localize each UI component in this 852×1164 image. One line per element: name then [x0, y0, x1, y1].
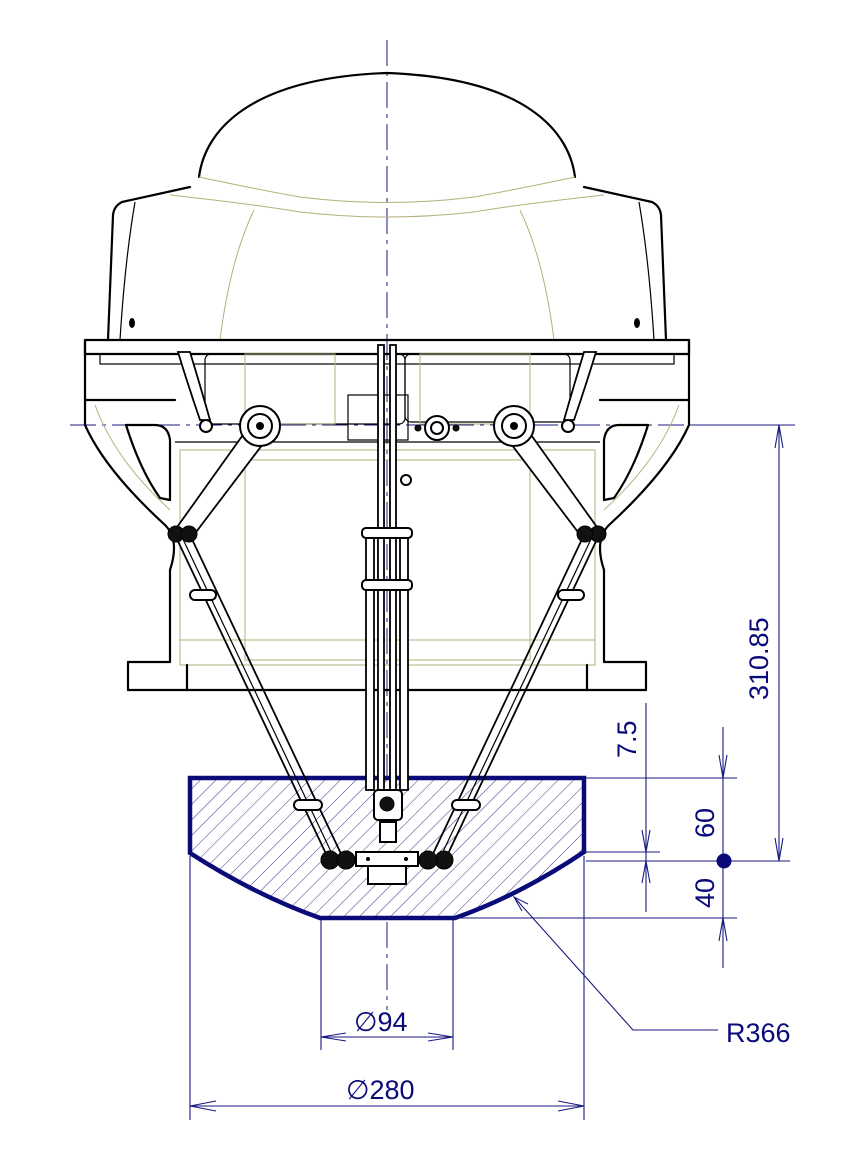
label-lower-zone: 40 — [690, 878, 720, 908]
screw-right-icon — [634, 318, 640, 328]
label-offset-top: 7.5 — [612, 720, 642, 758]
dimension-overall-height: 310.85 — [690, 424, 795, 862]
end-effector-plate — [355, 789, 419, 885]
mounting-flange-left — [83, 398, 189, 692]
parallel-link-left — [167, 525, 356, 870]
dimension-outer-diameter: ∅280 — [189, 856, 585, 1120]
dimension-bottom-diameter: ∅94 — [320, 920, 454, 1050]
upper-arm-left — [173, 351, 281, 542]
label-overall-height: 310.85 — [744, 617, 774, 700]
parallel-link-right — [418, 525, 607, 870]
upper-arm-right — [493, 351, 601, 542]
screw-left-icon — [129, 318, 135, 328]
base-housing — [83, 338, 691, 666]
reference-point-marker — [716, 853, 732, 869]
dimension-offset-top: 7.5 — [586, 703, 660, 912]
dimension-zone-heights: 60 40 — [455, 727, 790, 968]
dimension-arc-radius: R366 — [512, 895, 791, 1048]
label-bottom-diameter: ∅94 — [354, 1007, 408, 1037]
label-outer-diameter: ∅280 — [346, 1075, 415, 1105]
label-arc-radius: R366 — [726, 1018, 791, 1048]
dome-cover — [106, 71, 668, 342]
label-upper-zone: 60 — [690, 808, 720, 838]
center-drive — [347, 394, 460, 441]
mounting-flange-right — [585, 398, 691, 692]
